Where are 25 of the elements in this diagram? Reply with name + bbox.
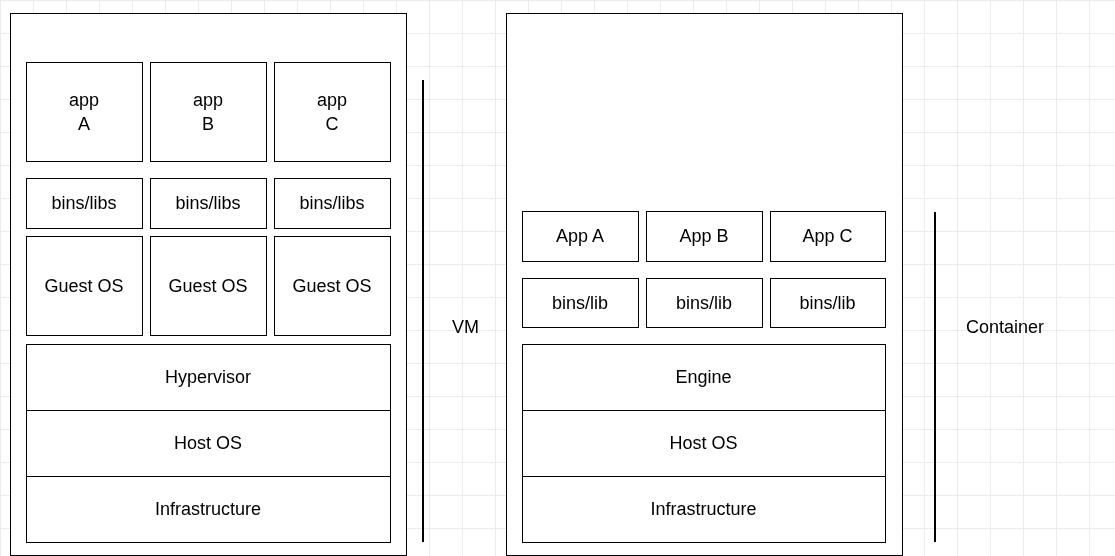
layer-box: bins/lib [645, 277, 763, 328]
layer-box: App C [769, 210, 886, 262]
layer-box: app B [149, 61, 267, 162]
group-label: Container [966, 317, 1045, 338]
stack-panel [506, 13, 903, 556]
stack-panel [10, 13, 407, 556]
layer-box: app A [25, 61, 143, 162]
layer-box: bins/libs [25, 177, 143, 229]
layer-box: bins/libs [273, 177, 391, 229]
layer-box: Infrastructure [521, 475, 886, 543]
layer-box: Engine [521, 343, 886, 411]
group-label: VM [452, 317, 479, 338]
layer-box: app C [273, 61, 391, 162]
layer-box: Infrastructure [25, 475, 391, 543]
layer-box: bins/lib [769, 277, 886, 328]
layer-box: Guest OS [273, 235, 391, 336]
layer-box: Host OS [25, 409, 391, 477]
layer-box: App B [645, 210, 763, 262]
layer-box: Host OS [521, 409, 886, 477]
layer-box: Guest OS [25, 235, 143, 336]
layer-box: Guest OS [149, 235, 267, 336]
layer-box: Hypervisor [25, 343, 391, 411]
layer-box: bins/lib [521, 277, 639, 328]
layer-box: bins/libs [149, 177, 267, 229]
layer-box: App A [521, 210, 639, 262]
